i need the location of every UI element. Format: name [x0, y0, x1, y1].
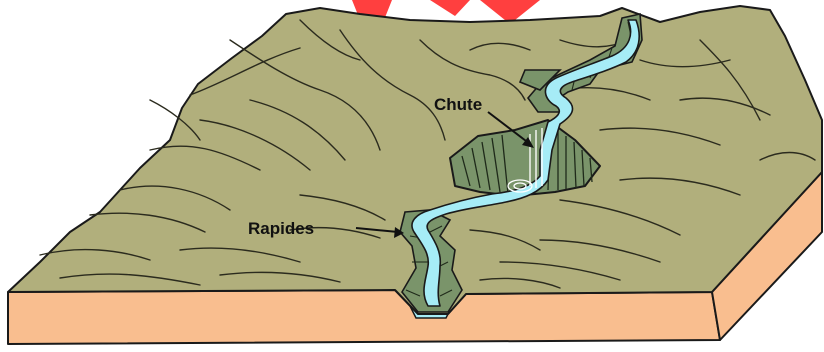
- label-rapides: Rapides: [248, 219, 314, 238]
- label-chute: Chute: [434, 95, 482, 114]
- land-surface: [8, 6, 822, 314]
- block-front-face: [8, 290, 720, 344]
